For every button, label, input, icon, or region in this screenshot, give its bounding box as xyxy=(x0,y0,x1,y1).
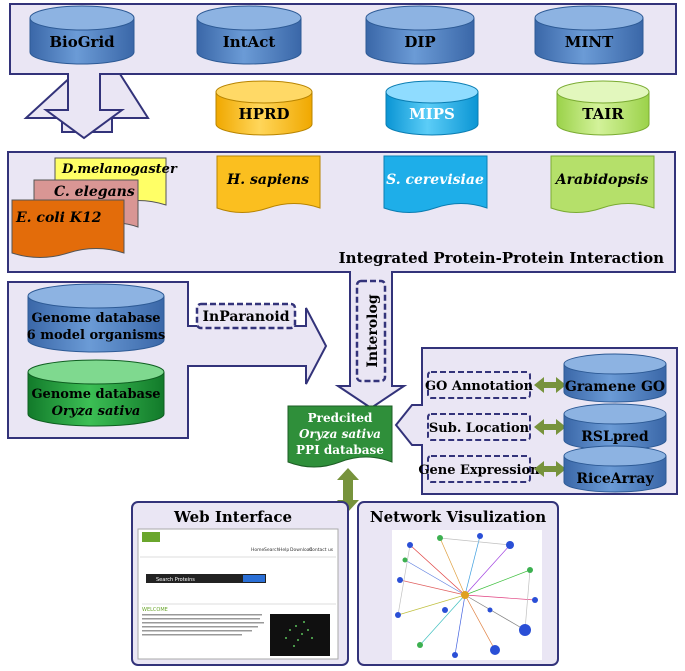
db-biogrid: BioGrid xyxy=(29,5,135,65)
db-intact: IntAct xyxy=(196,5,302,65)
mips-label: MIPS xyxy=(409,105,455,123)
network-title: Network Visulization xyxy=(370,508,546,526)
svg-text:C. elegans: C. elegans xyxy=(54,184,135,200)
doc-s-cerevisiae: S. cerevisiae xyxy=(383,155,488,213)
svg-text:Gene Expression: Gene Expression xyxy=(418,463,540,478)
svg-text:Home: Home xyxy=(251,547,265,553)
svg-text:6 model organisms: 6 model organisms xyxy=(27,328,166,343)
svg-text:Oryza sativa: Oryza sativa xyxy=(52,404,141,419)
web-screenshot: Home Search Help Download Contact us Sea… xyxy=(137,528,339,660)
svg-text:RSLpred: RSLpred xyxy=(581,429,649,445)
svg-text:Genome database: Genome database xyxy=(31,311,160,326)
db-hprd: HPRD xyxy=(215,80,313,136)
down-arrow xyxy=(42,73,126,140)
web-interface-title: Web Interface xyxy=(173,508,292,526)
doc-e-coli: E. coli K12 xyxy=(11,199,125,258)
db-genome-oryza: Genome database Oryza sativa xyxy=(27,359,165,427)
double-arrows xyxy=(534,377,566,477)
svg-text:Help: Help xyxy=(279,547,289,553)
svg-text:RiceArray: RiceArray xyxy=(576,471,654,487)
interolog-box: Interolog xyxy=(355,279,387,383)
svg-text:Contact us: Contact us xyxy=(309,547,334,553)
svg-text:Genome database: Genome database xyxy=(31,387,160,402)
db-mips: MIPS xyxy=(385,80,479,136)
annotation-subloc: Sub. Location xyxy=(427,413,531,441)
db-rslpred: RSLpred xyxy=(563,403,667,451)
svg-text:E. coli K12: E. coli K12 xyxy=(15,210,102,226)
svg-text:Gramene GO: Gramene GO xyxy=(565,379,665,395)
db-mint: MINT xyxy=(534,5,644,65)
db-tair: TAIR xyxy=(556,80,650,136)
intact-label: IntAct xyxy=(223,33,276,51)
tair-label: TAIR xyxy=(582,105,624,123)
vertical-double-arrow xyxy=(337,468,359,512)
db-ricearray: RiceArray xyxy=(563,445,667,493)
annotation-expression: Gene Expression xyxy=(418,455,540,483)
svg-text:Predcited: Predcited xyxy=(308,411,373,425)
predicted-db: Predcited Oryza sativa PPI database xyxy=(287,405,393,468)
svg-text:Arabidopsis: Arabidopsis xyxy=(554,172,649,188)
svg-text:S. cerevisiae: S. cerevisiae xyxy=(386,172,484,188)
biogrid-label: BioGrid xyxy=(49,33,115,51)
svg-text:PPI database: PPI database xyxy=(296,443,384,457)
db-dip: DIP xyxy=(365,5,475,65)
mint-label: MINT xyxy=(565,33,614,51)
doc-arabidopsis: Arabidopsis xyxy=(550,155,655,213)
svg-text:Oryza sativa: Oryza sativa xyxy=(299,427,381,441)
annotation-go: GO Annotation xyxy=(425,371,534,399)
svg-text:Interolog: Interolog xyxy=(365,294,381,367)
db-genome-model: Genome database 6 model organisms xyxy=(27,283,166,353)
svg-text:Search Proteins: Search Proteins xyxy=(156,577,195,583)
svg-text:D.melanogaster: D.melanogaster xyxy=(61,162,178,177)
svg-text:Download: Download xyxy=(290,547,313,553)
doc-h-sapiens: H. sapiens xyxy=(216,155,321,213)
svg-text:Search: Search xyxy=(264,547,280,553)
svg-text:Sub. Location: Sub. Location xyxy=(429,421,530,436)
hprd-label: HPRD xyxy=(239,105,290,123)
svg-text:InParanoid: InParanoid xyxy=(202,309,289,325)
inparanoid-box: InParanoid xyxy=(195,302,297,330)
db-gramene: Gramene GO xyxy=(563,353,667,403)
svg-text:H. sapiens: H. sapiens xyxy=(226,172,309,188)
integrated-label: Integrated Protein-Protein Interaction xyxy=(339,249,664,267)
network-graph xyxy=(392,530,542,660)
dip-label: DIP xyxy=(404,33,435,51)
svg-text:WELCOME: WELCOME xyxy=(142,607,168,613)
svg-text:GO Annotation: GO Annotation xyxy=(425,379,534,394)
